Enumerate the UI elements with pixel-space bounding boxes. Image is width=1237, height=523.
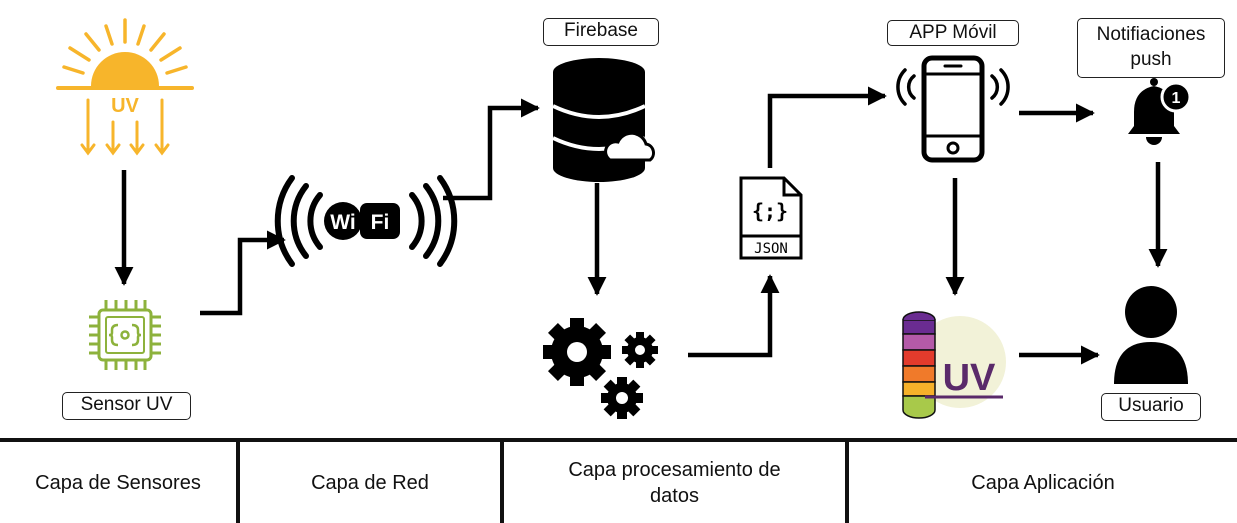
sun-uv-text: UV [111, 95, 139, 117]
layer-processing-label: Capa procesamiento de datos [568, 458, 781, 507]
arrow-json-to-app [767, 86, 887, 168]
json-file-icon: {;} JSON [739, 176, 803, 260]
json-braces-text: {;} [752, 199, 788, 223]
push-notifications-label: Notifiaciones push [1077, 18, 1225, 78]
firebase-label: Firebase [543, 18, 659, 46]
layer-processing: Capa procesamiento de datos [500, 442, 845, 523]
sensor-uv-label: Sensor UV [62, 392, 191, 420]
layer-sensors: Capa de Sensores [0, 442, 236, 523]
json-caption-text: JSON [754, 241, 788, 257]
layer-application-label: Capa Aplicación [971, 471, 1115, 494]
sun-uv-icon: UV [56, 18, 194, 156]
arrow-gears-to-json [688, 274, 780, 358]
layers-table: Capa de Sensores Capa de Red Capa proces… [0, 438, 1237, 523]
gears-icon [543, 318, 658, 419]
database-cloud-icon [552, 58, 655, 182]
notification-bell-icon: 1 [1128, 78, 1192, 145]
gear-large [543, 318, 611, 386]
layer-network: Capa de Red [236, 442, 500, 523]
gear-small-top [622, 332, 658, 368]
uv-index-icon: UV [902, 311, 1006, 419]
wifi-text-wi: Wi [330, 211, 355, 234]
layer-network-label: Capa de Red [311, 471, 429, 494]
wifi-text-fi: Fi [371, 211, 390, 234]
app-movil-label: APP Móvil [887, 20, 1019, 46]
wifi-icon: Wi Fi [274, 175, 458, 267]
chip-sensor-icon [89, 300, 161, 370]
user-label: Usuario [1101, 393, 1201, 421]
bell-badge-text: 1 [1172, 90, 1181, 107]
uv-scale-text: UV [943, 357, 996, 399]
gear-small-bottom [601, 377, 643, 419]
layer-application: Capa Aplicación [845, 442, 1237, 523]
layer-sensors-label: Capa de Sensores [35, 471, 201, 494]
arrow-wifi-to-firebase [443, 98, 540, 201]
mobile-phone-icon [896, 55, 1010, 163]
user-icon [1114, 286, 1188, 384]
connectors [114, 86, 1168, 365]
arrow-sensor-to-wifi [200, 230, 286, 316]
